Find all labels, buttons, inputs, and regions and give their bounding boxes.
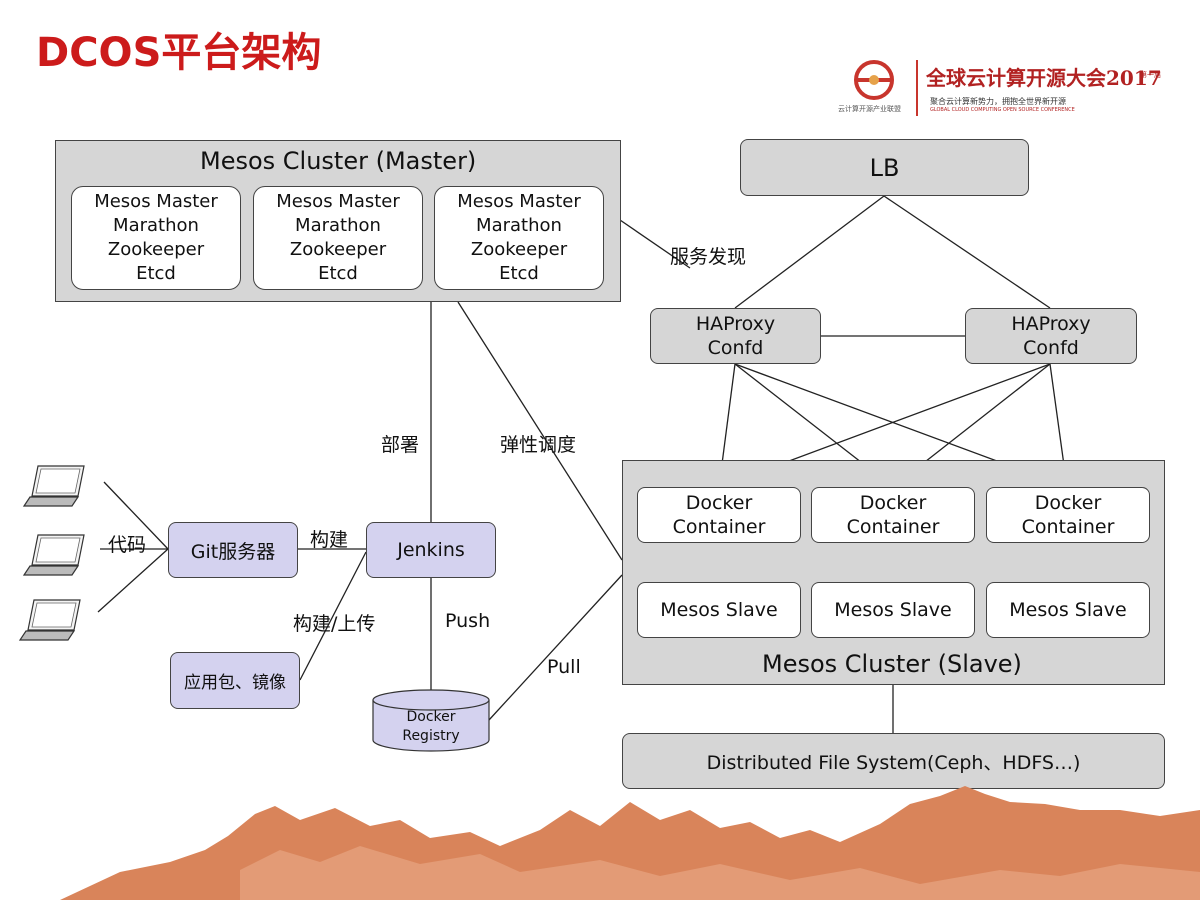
git-server: Git服务器 <box>168 522 298 578</box>
master-node-line: Etcd <box>318 263 358 284</box>
master-node-line: Marathon <box>295 215 381 236</box>
haproxy-node: HAProxy Confd <box>650 308 821 364</box>
logo-divider <box>916 60 918 116</box>
master-node-line: Etcd <box>136 263 176 284</box>
conference-tagline-en: GLOBAL CLOUD COMPUTING OPEN SOURCE CONFE… <box>930 107 1075 113</box>
alliance-logo-icon <box>854 60 894 100</box>
registry-line: Docker <box>406 709 456 725</box>
conference-tagline: 聚合云计算新势力，拥抱全世界新开源 <box>930 97 1066 106</box>
mesos-slave: Mesos Slave <box>986 582 1150 638</box>
master-node-line: Zookeeper <box>289 239 387 260</box>
container-line: Container <box>672 516 766 538</box>
confd-label: Confd <box>1023 337 1079 359</box>
master-node-line: Zookeeper <box>107 239 205 260</box>
master-node: Mesos Master Marathon Zookeeper Etcd <box>253 186 423 290</box>
label-push: Push <box>445 610 491 632</box>
label-deploy: 部署 <box>381 434 420 456</box>
docker-registry-icon <box>372 689 490 752</box>
container-line: Container <box>846 516 940 538</box>
master-node-line: Etcd <box>499 263 539 284</box>
app-package-image: 应用包、镜像 <box>170 652 300 709</box>
docker-container: Docker Container <box>811 487 975 543</box>
jenkins-server: Jenkins <box>366 522 496 578</box>
mountain-decoration <box>60 786 1200 900</box>
master-node: Mesos Master Marathon Zookeeper Etcd <box>434 186 604 290</box>
developer-laptop-icon <box>18 599 81 641</box>
label-elastic-scheduling: 弹性调度 <box>500 434 577 456</box>
master-node-line: Marathon <box>476 215 562 236</box>
conference-logo: 云计算开源产业联盟 全球云计算开源大会2017 第一届 聚合云计算新势力，拥抱全… <box>838 52 1168 122</box>
container-line: Docker <box>685 492 753 514</box>
registry-line: Registry <box>402 728 460 744</box>
slave-cluster-title: Mesos Cluster (Slave) <box>762 650 1022 678</box>
load-balancer: LB <box>740 139 1029 196</box>
haproxy-node: HAProxy Confd <box>965 308 1137 364</box>
label-build: 构建 <box>310 529 349 551</box>
master-node: Mesos Master Marathon Zookeeper Etcd <box>71 186 241 290</box>
container-line: Docker <box>1034 492 1102 514</box>
developer-laptop-icon <box>22 534 85 576</box>
haproxy-label: HAProxy <box>695 313 776 335</box>
container-line: Docker <box>859 492 927 514</box>
container-line: Container <box>1021 516 1115 538</box>
conference-name: 全球云计算开源大会2017 <box>926 66 1162 90</box>
docker-registry: Docker Registry <box>372 708 490 746</box>
alliance-caption: 云计算开源产业联盟 <box>838 105 901 113</box>
label-pull: Pull <box>547 656 581 678</box>
docker-container: Docker Container <box>986 487 1150 543</box>
docker-container: Docker Container <box>637 487 801 543</box>
master-node-line: Mesos Master <box>276 191 400 212</box>
distributed-file-system: Distributed File System(Ceph、HDFS…) <box>622 733 1165 789</box>
label-service-discovery: 服务发现 <box>670 246 747 268</box>
confd-label: Confd <box>707 337 764 359</box>
master-node-line: Marathon <box>113 215 199 236</box>
haproxy-label: HAProxy <box>1011 313 1091 335</box>
edition-badge: 第一届 <box>1140 71 1161 79</box>
mesos-slave: Mesos Slave <box>811 582 975 638</box>
master-node-line: Mesos Master <box>457 191 581 212</box>
label-code: 代码 <box>108 534 147 556</box>
label-build-upload: 构建/上传 <box>293 613 376 635</box>
master-node-line: Zookeeper <box>470 239 568 260</box>
page-title: DCOS平台架构 <box>36 30 322 76</box>
developer-laptop-icon <box>22 465 85 507</box>
master-node-line: Mesos Master <box>94 191 218 212</box>
mesos-slave: Mesos Slave <box>637 582 801 638</box>
master-cluster-title: Mesos Cluster (Master) <box>200 147 477 175</box>
